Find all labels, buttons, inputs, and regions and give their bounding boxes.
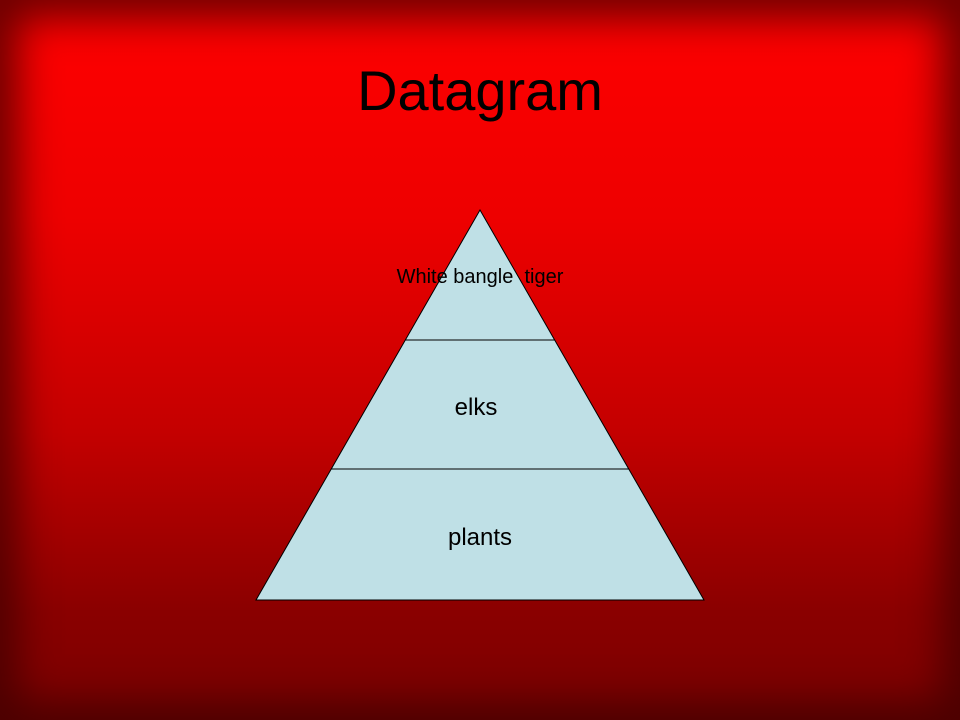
pyramid-level-middle-label: elks xyxy=(455,394,498,421)
pyramid-level-top-label: White bangle tiger xyxy=(397,266,564,288)
pyramid-shape xyxy=(255,208,705,601)
slide-title: Datagram xyxy=(357,59,603,122)
pyramid-level-bottom-label: plants xyxy=(448,524,512,551)
